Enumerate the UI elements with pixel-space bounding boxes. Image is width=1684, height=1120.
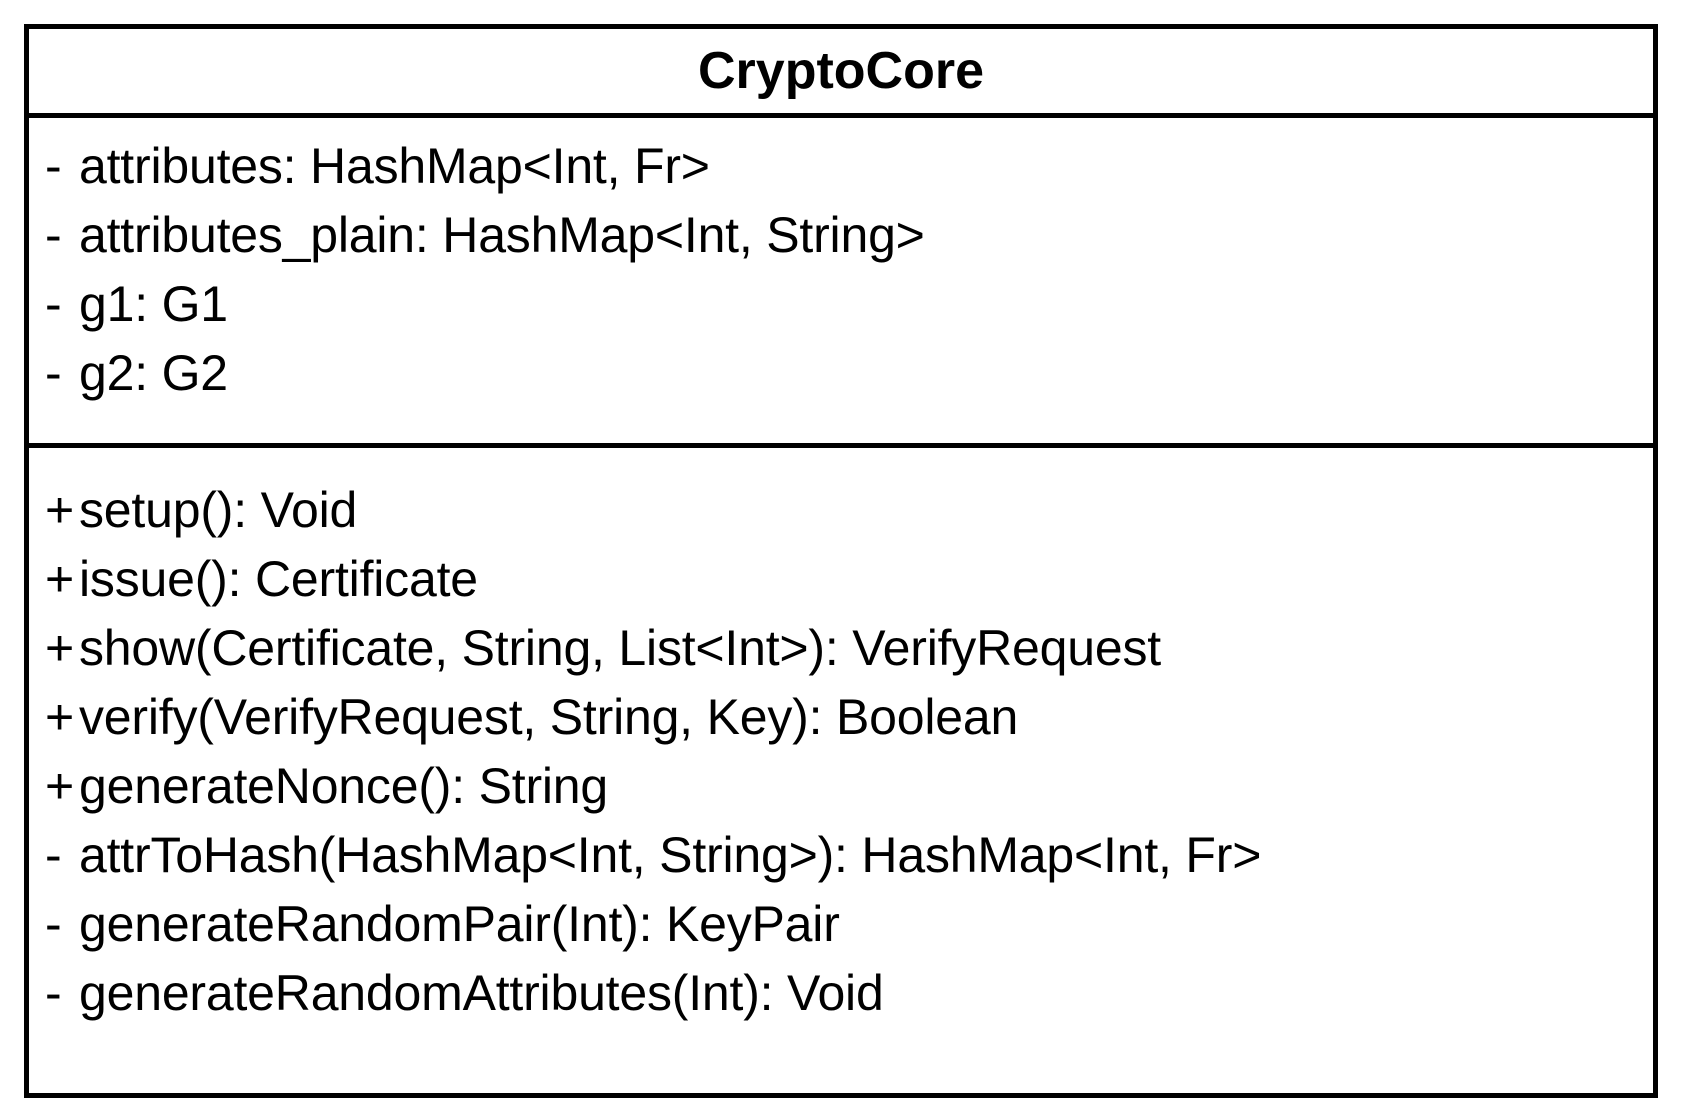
- class-name-compartment: CryptoCore: [29, 29, 1653, 118]
- operation-signature: generateRandomAttributes(Int): Void: [79, 965, 884, 1021]
- operation-row: +setup(): Void: [45, 476, 1653, 545]
- class-name: CryptoCore: [697, 42, 985, 100]
- visibility-marker: -: [45, 345, 62, 401]
- visibility-marker: +: [45, 482, 74, 538]
- operation-row: +show(Certificate, String, List<Int>): V…: [45, 614, 1653, 683]
- operation-signature: issue(): Certificate: [79, 551, 478, 607]
- attribute-row: -g1: G1: [45, 270, 1653, 339]
- operation-signature: setup(): Void: [79, 482, 358, 538]
- operation-row: -generateRandomAttributes(Int): Void: [45, 959, 1653, 1028]
- visibility-marker: -: [45, 138, 62, 194]
- operations-compartment: +setup(): Void +issue(): Certificate +sh…: [29, 448, 1653, 1093]
- attribute-signature: attributes_plain: HashMap<Int, String>: [79, 207, 925, 263]
- visibility-marker: -: [45, 965, 62, 1021]
- visibility-marker: -: [45, 896, 62, 952]
- operation-row: +generateNonce(): String: [45, 752, 1653, 821]
- visibility-marker: -: [45, 207, 62, 263]
- operation-signature: generateRandomPair(Int): KeyPair: [79, 896, 840, 952]
- visibility-marker: -: [45, 276, 62, 332]
- operation-row: +issue(): Certificate: [45, 545, 1653, 614]
- operation-row: +verify(VerifyRequest, String, Key): Boo…: [45, 683, 1653, 752]
- visibility-marker: +: [45, 551, 74, 607]
- attribute-signature: attributes: HashMap<Int, Fr>: [79, 138, 710, 194]
- attribute-row: -g2: G2: [45, 339, 1653, 408]
- attribute-signature: g2: G2: [79, 345, 228, 401]
- attribute-row: -attributes_plain: HashMap<Int, String>: [45, 201, 1653, 270]
- operation-row: -generateRandomPair(Int): KeyPair: [45, 890, 1653, 959]
- visibility-marker: +: [45, 758, 74, 814]
- visibility-marker: +: [45, 689, 74, 745]
- operation-signature: generateNonce(): String: [79, 758, 609, 814]
- operation-signature: verify(VerifyRequest, String, Key): Bool…: [79, 689, 1019, 745]
- visibility-marker: +: [45, 620, 74, 676]
- attribute-row: -attributes: HashMap<Int, Fr>: [45, 132, 1653, 201]
- uml-class-box: CryptoCore -attributes: HashMap<Int, Fr>…: [24, 24, 1658, 1098]
- operation-row: -attrToHash(HashMap<Int, String>): HashM…: [45, 821, 1653, 890]
- attributes-compartment: -attributes: HashMap<Int, Fr> -attribute…: [29, 118, 1653, 448]
- operation-signature: attrToHash(HashMap<Int, String>): HashMa…: [79, 827, 1262, 883]
- operation-signature: show(Certificate, String, List<Int>): Ve…: [79, 620, 1161, 676]
- visibility-marker: -: [45, 827, 62, 883]
- attribute-signature: g1: G1: [79, 276, 228, 332]
